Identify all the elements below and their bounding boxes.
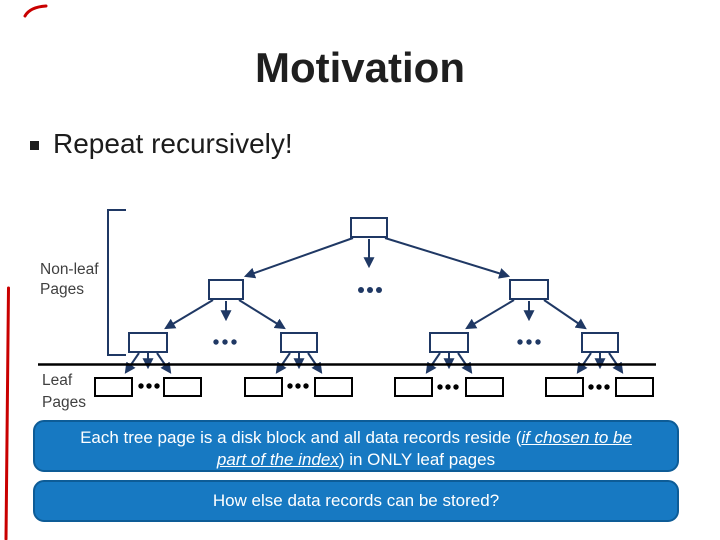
tree-level3-box-2 xyxy=(280,332,318,353)
leaf-label-line2: Pages xyxy=(42,394,86,411)
callout1-italic-part1: if chosen to be xyxy=(521,428,632,447)
leaf-fan-arrows-1 xyxy=(124,352,172,374)
leaf-fan-arrows-3 xyxy=(425,352,473,374)
callout1-text-end: ) in ONLY leaf pages xyxy=(338,450,496,469)
leaf-fan-arrows-4 xyxy=(576,352,624,374)
tree-level2-box-right xyxy=(509,279,549,300)
callout1-italic-part2: part of the index xyxy=(216,450,339,469)
leaf-box-2 xyxy=(163,377,202,397)
callout-box-question: How else data records can be stored? xyxy=(33,480,679,522)
ellipsis-level2-center xyxy=(358,287,382,293)
leaf-pages-label: Leaf Pages xyxy=(42,370,86,414)
nonleaf-label-line2: Pages xyxy=(40,281,84,298)
tree-level3-box-1 xyxy=(128,332,168,353)
level2-left-left-arrow xyxy=(164,299,214,330)
callout2-text: How else data records can be stored? xyxy=(212,491,500,510)
level2-right-right-arrow xyxy=(543,299,587,330)
leaf-box-4 xyxy=(314,377,353,397)
leaf-box-5 xyxy=(394,377,433,397)
leaf-label-line1: Leaf xyxy=(42,372,73,389)
slide-border-fragment-left xyxy=(4,286,10,540)
tree-level3-box-3 xyxy=(429,332,469,353)
nonleaf-bracket xyxy=(107,209,126,356)
tree-level2-box-left xyxy=(208,279,244,300)
leaf-box-1 xyxy=(94,377,133,397)
ellipsis-leaf-1 xyxy=(138,383,160,389)
ellipsis-level3-right xyxy=(517,339,541,345)
bullet-item: Repeat recursively! xyxy=(30,128,293,160)
leaf-fan-arrows-2 xyxy=(275,352,323,374)
ellipsis-leaf-4 xyxy=(588,384,610,390)
ellipsis-leaf-2 xyxy=(287,383,309,389)
level2-left-right-arrow xyxy=(238,299,286,330)
root-right-arrow xyxy=(384,237,511,279)
ellipsis-leaf-3 xyxy=(437,384,459,390)
bullet-text: Repeat recursively! xyxy=(53,128,293,159)
root-left-arrow xyxy=(243,237,354,279)
level2-right-left-arrow xyxy=(465,299,515,330)
ellipsis-level3-left xyxy=(213,339,237,345)
callout1-text-start: Each tree page is a disk block and all d… xyxy=(80,428,522,447)
leaf-box-8 xyxy=(615,377,654,397)
leaf-box-7 xyxy=(545,377,584,397)
nonleaf-pages-label: Non-leaf Pages xyxy=(40,260,99,300)
leaf-box-3 xyxy=(244,377,283,397)
page-title: Motivation xyxy=(255,44,465,91)
nonleaf-label-line1: Non-leaf xyxy=(40,261,99,278)
slide-border-fragment-top-left xyxy=(23,4,48,18)
bullet-square-icon xyxy=(30,141,39,150)
tree-root-box xyxy=(350,217,388,238)
tree-level3-box-4 xyxy=(581,332,619,353)
leaf-box-6 xyxy=(465,377,504,397)
callout-box-disk-block: Each tree page is a disk block and all d… xyxy=(33,420,679,472)
